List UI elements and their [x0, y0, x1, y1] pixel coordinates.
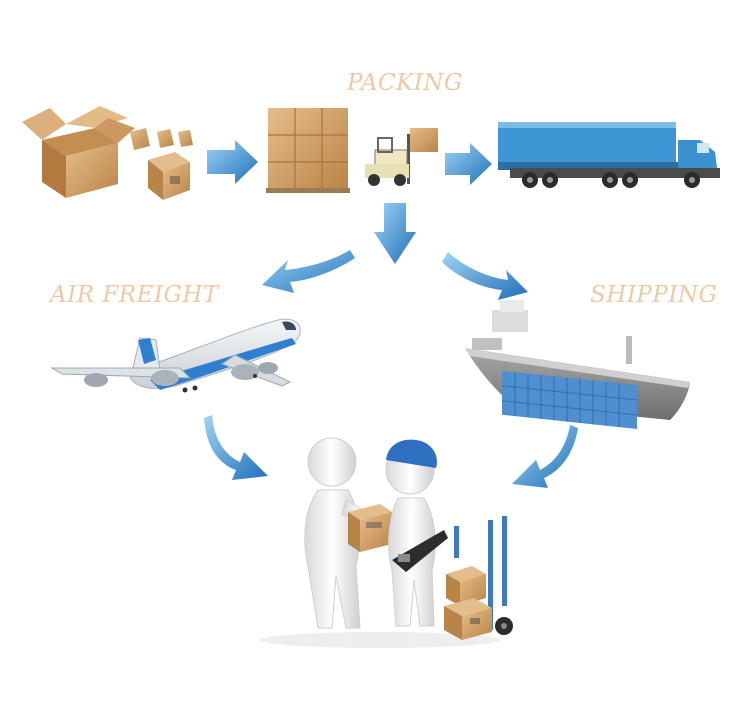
delivery-people-icon	[260, 437, 500, 648]
label-shipping: SHIPPING	[590, 282, 718, 308]
hand-truck-icon	[444, 516, 513, 640]
arrow-down-center	[374, 203, 416, 264]
open-box-icon	[22, 106, 193, 200]
arrow-right-1	[207, 140, 258, 184]
cargo-ship-icon	[465, 300, 690, 429]
label-air-freight: AIR FREIGHT	[50, 282, 219, 308]
stacked-pallet-boxes-icon	[266, 108, 350, 193]
arrow-right-2	[445, 143, 492, 185]
label-packing: PACKING	[347, 70, 463, 96]
airplane-icon	[50, 318, 301, 393]
forklift-icon	[365, 128, 438, 186]
truck-icon	[498, 122, 720, 188]
arrow-curve-left	[262, 250, 355, 293]
arrow-curve-down-right	[204, 415, 268, 480]
arrow-curve-right	[442, 252, 528, 300]
arrow-curve-down-left	[512, 425, 578, 488]
